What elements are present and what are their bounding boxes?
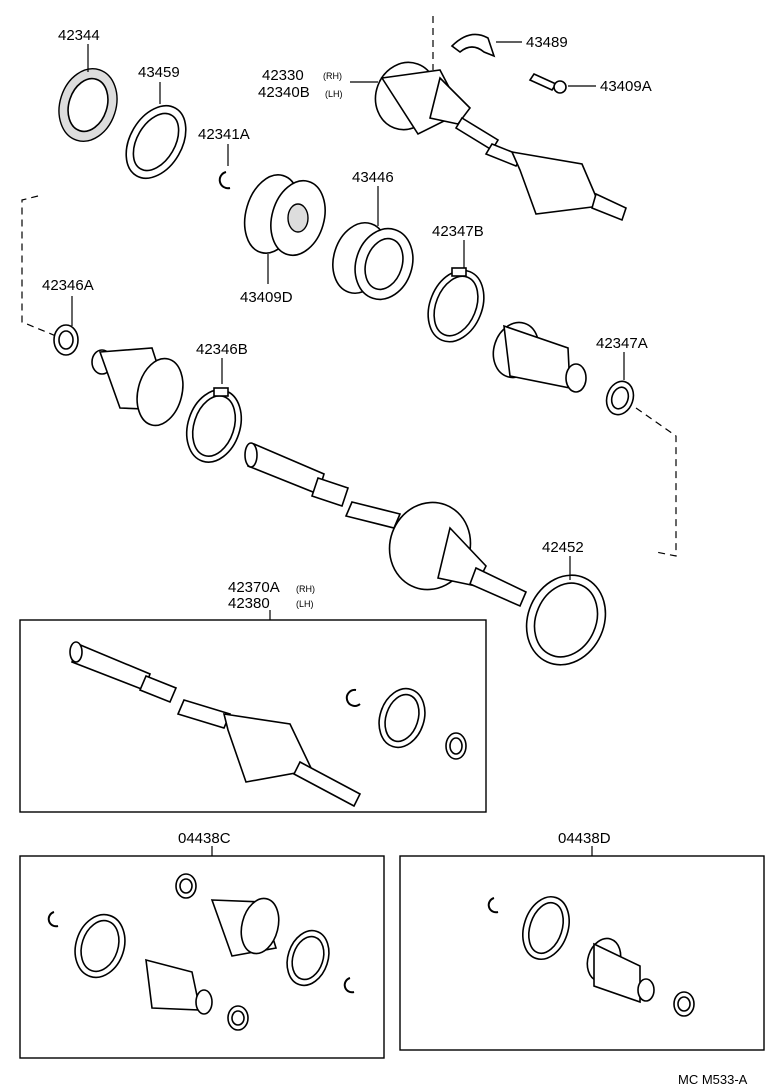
part-43409D-joint[interactable] [236, 168, 333, 261]
label-42346B: 42346B [196, 341, 248, 358]
label-42330: 42330 [262, 67, 304, 84]
label-43459: 43459 [138, 64, 180, 81]
part-center-drive-shaft[interactable] [244, 442, 528, 608]
label-04438D: 04438D [558, 830, 611, 847]
label-42344: 42344 [58, 27, 100, 44]
part-42347B-clamp-band[interactable] [418, 262, 494, 350]
part-43489-clamp[interactable] [450, 33, 496, 58]
kit-C-boot-lower[interactable] [145, 958, 213, 1015]
kit-D-clamp-band[interactable] [515, 891, 577, 965]
part-43459-gasket[interactable] [114, 95, 198, 189]
dashed-guide-right [635, 407, 677, 557]
label-43489: 43489 [526, 34, 568, 51]
kit-C-snap-ring-right[interactable] [343, 977, 355, 994]
part-42370A-snap-ring[interactable] [345, 688, 361, 707]
kit-C-boot-upper[interactable] [210, 894, 284, 957]
kit-C-small-clamp-top[interactable] [175, 873, 197, 899]
box-42370A-assembly [19, 619, 487, 813]
part-42370A-clamp-band[interactable] [372, 683, 432, 754]
box-04438D-kit [399, 855, 765, 1051]
label-42346A: 42346A [42, 277, 94, 294]
part-42346A-small-clamp[interactable] [53, 324, 79, 356]
label-42380-side: (LH) [296, 599, 314, 609]
label-42370A: 42370A [228, 579, 280, 596]
part-42346B-clamp-band[interactable] [178, 383, 250, 469]
label-04438C: 04438C [178, 830, 231, 847]
part-inner-boot[interactable] [91, 347, 190, 430]
label-42330-side: (RH) [323, 71, 342, 81]
part-42370A-small-clamp[interactable] [445, 732, 467, 760]
part-43409A-bolt[interactable] [528, 72, 567, 94]
diagram-code: MC M533-A [678, 1072, 748, 1087]
label-42380: 42380 [228, 595, 270, 612]
kit-C-clamp-band-right[interactable] [280, 925, 335, 991]
part-42344-ring[interactable] [50, 61, 126, 149]
label-42340B: 42340B [258, 84, 310, 101]
label-42370A-side: (RH) [296, 584, 315, 594]
part-42370A-shaft-assembly[interactable] [69, 641, 362, 808]
box-04438C-kit [19, 855, 385, 1059]
dashed-guide-left [21, 195, 57, 337]
kit-D-snap-ring[interactable] [487, 897, 499, 914]
label-43409D: 43409D [240, 289, 293, 306]
label-42341A: 42341A [198, 126, 250, 143]
part-42341A-snap-ring[interactable] [218, 171, 231, 190]
label-42340B-side: (LH) [325, 89, 343, 99]
part-43446-housing[interactable] [324, 216, 422, 307]
part-42452-dust-cover[interactable] [513, 563, 620, 678]
part-42330-outer-shaft[interactable] [366, 54, 627, 222]
kit-D-small-clamp[interactable] [673, 991, 695, 1017]
kit-C-small-clamp-bottom[interactable] [227, 1005, 249, 1031]
label-42452: 42452 [542, 539, 584, 556]
label-43446: 43446 [352, 169, 394, 186]
label-43409A: 43409A [600, 78, 652, 95]
kit-D-boot[interactable] [582, 934, 655, 1004]
kit-C-snap-ring-left[interactable] [47, 911, 59, 928]
label-42347B: 42347B [432, 223, 484, 240]
part-42347A-small-clamp[interactable] [602, 378, 637, 418]
label-42347A: 42347A [596, 335, 648, 352]
part-outer-boot[interactable] [486, 317, 587, 393]
kit-C-clamp-band-left[interactable] [67, 908, 132, 984]
